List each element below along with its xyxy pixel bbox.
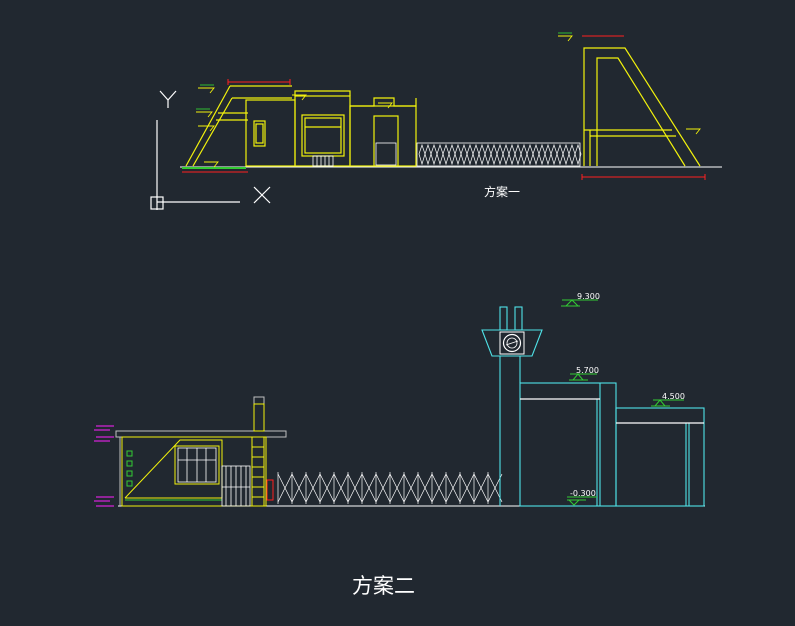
gate-scissor-link [459,473,468,503]
fence-lattice-cell [460,143,468,166]
gate-emblem-icon [499,331,525,355]
gate-scissor-link [361,473,370,503]
elevation-mid: 5.700 [576,366,599,375]
fence-lattice-cell [454,143,462,166]
gate-scissor-link [417,473,426,503]
fence-lattice-cell [556,143,564,166]
elevation-top: 9.300 [577,292,600,301]
gate-scissor-link [438,473,447,503]
gate-scissor-link [424,473,433,503]
fence-lattice-cell [544,143,552,166]
fence-lattice-cell [502,143,510,166]
fence-lattice-cell [508,143,516,166]
scheme-one-elevation [180,32,722,180]
gate-scissor-link [466,473,475,503]
fence-lattice-cell [418,143,426,166]
fence-lattice-cell [520,143,528,166]
scheme-two-label: 方案二 [352,574,415,598]
fence-lattice-cell [430,143,438,166]
retractable-gate [277,472,503,504]
gate-scissor-link [396,473,405,503]
gate-scissor-link [319,473,328,503]
gate-scissor-link [389,473,398,503]
scheme-two-elevation: 9.300 5.700 4.500 -0.300 [94,292,705,507]
fence-lattice-cell [436,143,444,166]
fence-lattice-cell [568,143,576,166]
fence-lattice-cell [448,143,456,166]
fence-lattice-cell [490,143,498,166]
gate-scissor-link [403,473,412,503]
gate-scissor-link [312,473,321,503]
gate-scissor-link [340,473,349,503]
fence-lattice-cell [538,143,546,166]
fence-lattice-cell [550,143,558,166]
gate-scissor-link [375,473,384,503]
elevation-ground: -0.300 [570,489,596,498]
fence-lattice-cell [424,143,432,166]
fence-lattice-cell [496,143,504,166]
ucs-icon [150,90,271,210]
gate-scissor-link [473,473,482,503]
fence-scheme-one [416,142,581,167]
gate-scissor-link [347,473,356,503]
gate-scissor-link [480,473,489,503]
gate-scissor-link [410,473,419,503]
gate-scissor-link [333,473,342,503]
gate-scissor-link [382,473,391,503]
fence-lattice-cell [472,143,480,166]
fence-lattice-cell [574,143,582,166]
fence-lattice-cell [562,143,570,166]
fence-lattice-cell [532,143,540,166]
fence-lattice-cell [442,143,450,166]
gate-scissor-link [368,473,377,503]
gate-scissor-link [277,473,286,503]
gate-scissor-link [445,473,454,503]
gate-scissor-link [291,473,300,503]
fence-lattice-cell [478,143,486,166]
gate-scissor-link [284,473,293,503]
gate-scissor-link [452,473,461,503]
fence-lattice-cell [466,143,474,166]
gate-scissor-link [326,473,335,503]
gate-scissor-link [487,473,496,503]
gate-scissor-link [494,473,503,503]
fence-lattice-cell [526,143,534,166]
gate-scissor-link [305,473,314,503]
gate-scissor-link [354,473,363,503]
fence-lattice-cell [514,143,522,166]
gate-scissor-link [431,473,440,503]
elevation-side: 4.500 [662,392,685,401]
scheme-one-label: 方案一 [484,185,521,199]
gate-scissor-link [298,473,307,503]
fence-lattice-cell [484,143,492,166]
